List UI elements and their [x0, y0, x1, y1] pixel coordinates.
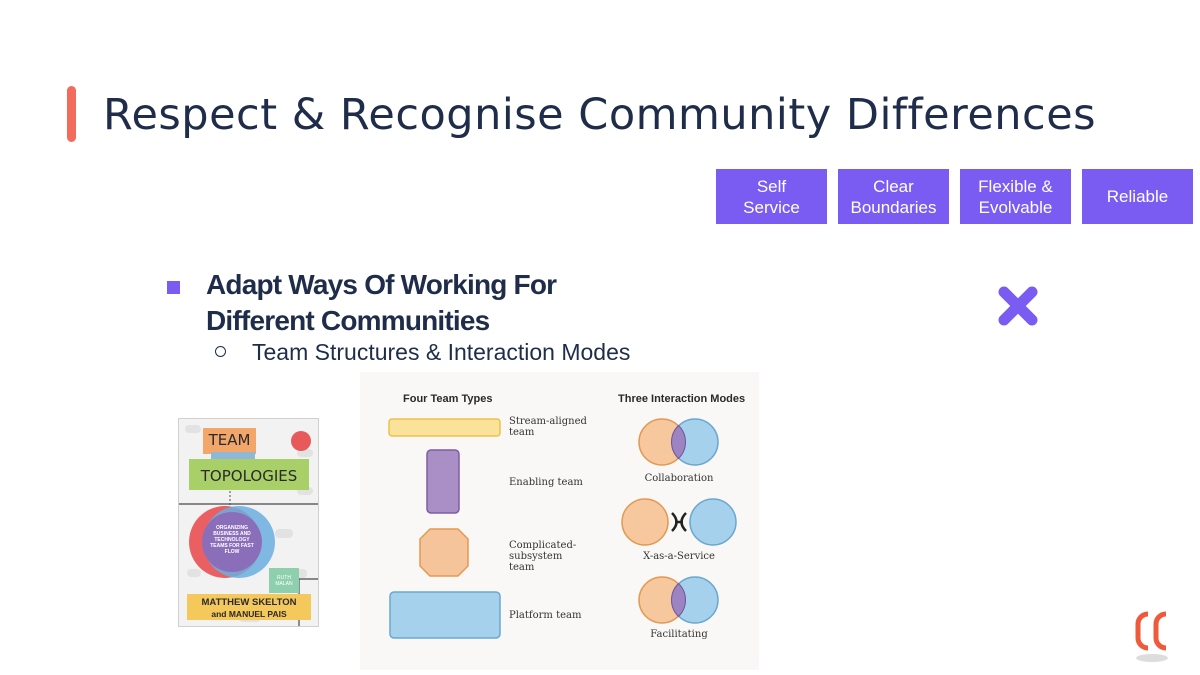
team-topologies-book-cover: TEAM TOPOLOGIES ORGANIZING BUSINESS AND … [178, 418, 319, 627]
bullet-heading: Adapt Ways Of Working For Different Comm… [206, 269, 557, 336]
book-authors-line2: and MANUEL PAIS [211, 609, 287, 619]
community-logo-icon [1135, 611, 1168, 662]
title-accent-bar [67, 86, 76, 142]
principle-tags: Self Service Clear Boundaries Flexible &… [716, 169, 1193, 224]
team-type-stream-aligned: Stream-aligned team [509, 416, 587, 438]
bullet-square [167, 281, 180, 294]
team-type-enabling: Enabling team [509, 477, 583, 488]
interaction-modes-heading: Three Interaction Modes [618, 393, 746, 405]
book-authors-line1: MATTHEW SKELTON [201, 597, 297, 608]
tag-self-service: Self Service [716, 169, 827, 224]
book-foreword: RUTH MALAN [275, 575, 293, 587]
tag-clear-boundaries: Clear Boundaries [838, 169, 949, 224]
team-type-complicated-subsystem: Complicated-subsystem team [509, 540, 577, 573]
close-x-icon [998, 286, 1038, 326]
book-subtitle: ORGANIZING BUSINESS AND TECHNOLOGY TEAMS… [210, 525, 254, 555]
mode-facilitating: Facilitating [650, 629, 708, 640]
tag-reliable: Reliable [1082, 169, 1193, 224]
book-title-line2: TOPOLOGIES [200, 467, 298, 485]
team-type-platform: Platform team [509, 610, 582, 621]
mode-collaboration: Collaboration [644, 473, 714, 484]
sub-bullet-circle [215, 346, 226, 357]
book-title-line1: TEAM [208, 431, 251, 449]
tag-flexible-evolvable: Flexible & Evolvable [960, 169, 1071, 224]
mode-x-as-a-service: X-as-a-Service [643, 551, 715, 562]
team-types-heading: Four Team Types [403, 393, 493, 405]
team-topologies-diagram: Four Team Types Three Interaction Modes … [360, 372, 759, 670]
slide-title: Respect & Recognise Community Difference… [103, 90, 1097, 140]
diagram-shapes [388, 418, 737, 639]
book-cover-art [179, 425, 318, 626]
sub-bullet-text: Team Structures & Interaction Modes [252, 339, 631, 365]
